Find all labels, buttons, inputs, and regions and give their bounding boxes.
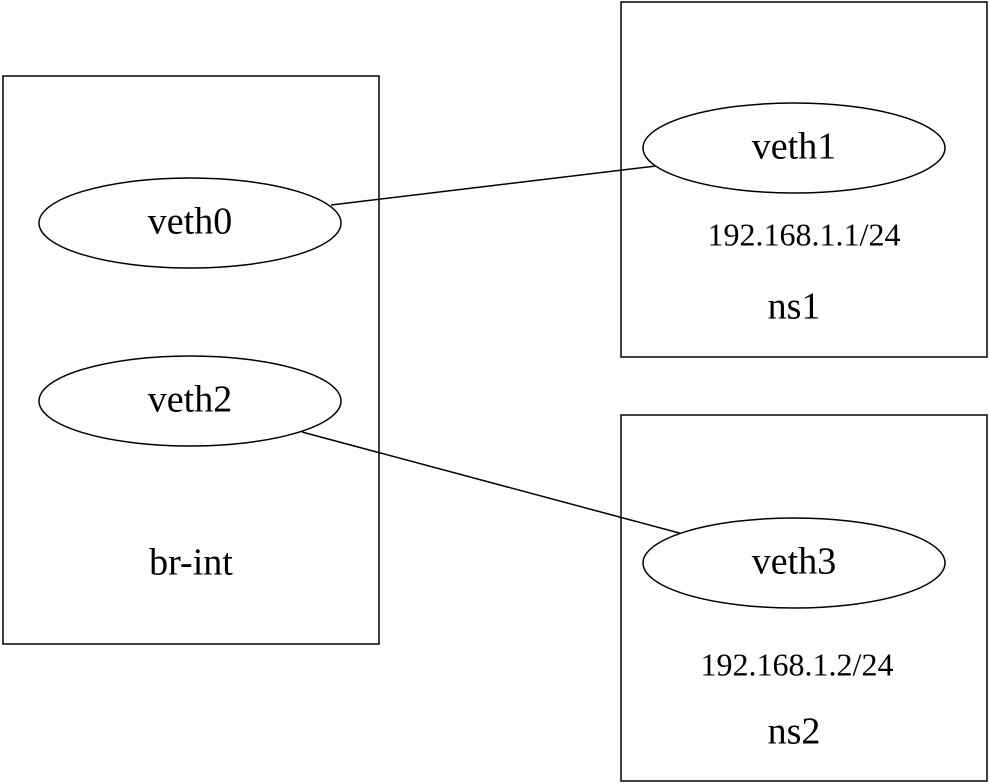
veth0-node: veth0 xyxy=(38,177,342,269)
veth0-label: veth0 xyxy=(148,201,232,243)
ns1-ip-address: 192.168.1.1/24 xyxy=(708,216,901,252)
veth3-node: veth3 xyxy=(642,517,946,609)
veth1-label: veth1 xyxy=(752,126,836,168)
ns1-label: ns1 xyxy=(768,286,821,328)
br-int-label: br-int xyxy=(149,542,233,584)
veth3-label: veth3 xyxy=(752,541,836,583)
link-veth2-veth3 xyxy=(301,431,684,535)
veth2-label: veth2 xyxy=(148,379,232,421)
veth1-node: veth1 xyxy=(642,102,946,194)
link-veth0-veth1 xyxy=(330,165,657,206)
ns2-ip-address: 192.168.1.2/24 xyxy=(701,646,894,682)
ns2-label: ns2 xyxy=(768,711,821,753)
veth2-node: veth2 xyxy=(38,355,342,447)
